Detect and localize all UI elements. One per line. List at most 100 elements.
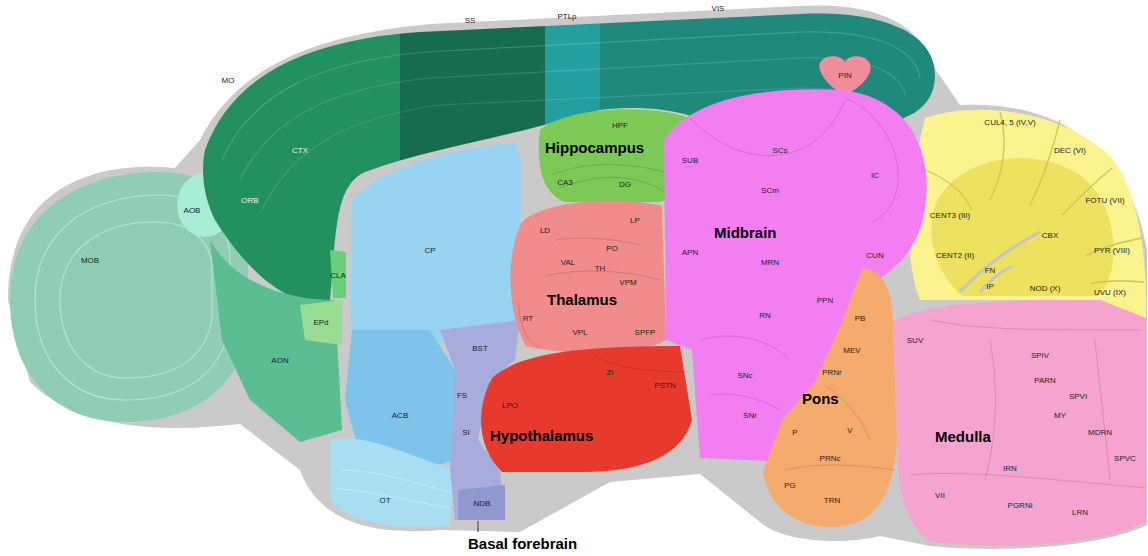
- region-acronym: PRNc: [820, 454, 841, 463]
- subregion-border: [690, 100, 845, 156]
- region-acronym: PRNr: [822, 368, 842, 377]
- region-acronym: BST: [472, 344, 488, 353]
- region-acronym: P: [792, 428, 797, 437]
- region-acronym: CP: [424, 246, 435, 255]
- region-acronym: IC: [871, 171, 879, 180]
- olfactory-area: [210, 240, 342, 442]
- region-acronym: NDB: [474, 499, 491, 508]
- region-acronym: RT: [523, 314, 534, 323]
- region-acronym: ORB: [241, 196, 258, 205]
- region-acronym: PTLp: [557, 12, 576, 21]
- region-acronym: ACB: [392, 411, 408, 420]
- region-acronym: PARN: [1034, 376, 1056, 385]
- region-acronym: MO: [222, 76, 235, 85]
- region-acronym: CUN: [866, 251, 883, 260]
- region-acronym: SPVI: [1069, 392, 1087, 401]
- region-name: Thalamus: [547, 291, 617, 309]
- region-name: Midbrain: [714, 224, 777, 242]
- region-name-label: Basal forebrain: [468, 535, 577, 553]
- region-acronym: CTX: [292, 146, 308, 155]
- region-acronym: CENT3 (III): [930, 211, 970, 220]
- endopiriform-area: [300, 300, 342, 345]
- region-acronym: EPd: [313, 318, 328, 327]
- region-acronym: MEV: [843, 346, 860, 355]
- region-acronym: VPM: [619, 278, 636, 287]
- region-acronym: LPO: [502, 401, 518, 410]
- region-name: Pons: [802, 390, 839, 408]
- subregion-border: [910, 473, 1145, 488]
- region-acronym: LP: [630, 216, 640, 225]
- region-acronym: CLA: [330, 271, 346, 280]
- olfactory-tubercle: [330, 438, 455, 527]
- claustrum: [330, 250, 346, 298]
- cerebellar-cortex: [931, 158, 1113, 296]
- region-acronym: PSTN: [654, 381, 675, 390]
- region-name: Hypothalamus: [490, 427, 593, 445]
- region-acronym: MY: [1054, 411, 1066, 420]
- tubercle-layer: [335, 470, 450, 508]
- region-acronym: AON: [271, 356, 288, 365]
- region-acronym: TRN: [824, 496, 840, 505]
- region-acronym: HPF: [612, 121, 628, 130]
- folia-line: [925, 112, 1144, 284]
- region-acronym: CA3: [557, 178, 573, 187]
- region-acronym: CBX: [1042, 231, 1058, 240]
- subregion-border: [555, 238, 640, 245]
- region-acronym: VPL: [572, 328, 587, 337]
- region-acronym: TH: [595, 264, 606, 273]
- region-acronym: V: [847, 426, 852, 435]
- brain-region: Medulla: [890, 298, 1148, 552]
- region-acronym: NOD (X): [1030, 284, 1061, 293]
- region-acronym: FOTU (VII): [1085, 196, 1124, 205]
- region-acronym: SPIV: [1031, 351, 1049, 360]
- region-fill: [510, 201, 666, 353]
- region-acronym: IRN: [1003, 464, 1017, 473]
- region-acronym: SI: [462, 428, 470, 437]
- region-acronym: VAL: [561, 258, 576, 267]
- region-acronym: CUL4, 5 (IV,V): [984, 118, 1035, 127]
- subregion-border: [700, 336, 790, 360]
- region-acronym: LD: [540, 226, 550, 235]
- cerebellum: [909, 110, 1146, 318]
- region-acronym: PG: [784, 481, 796, 490]
- region-acronym: SS: [465, 16, 476, 25]
- region-acronym: AOB: [184, 206, 201, 215]
- region-acronym: RN: [759, 311, 771, 320]
- subregion-border: [518, 300, 540, 348]
- region-acronym: SNr: [743, 411, 757, 420]
- region-name: Hippocampus: [545, 139, 644, 157]
- region-fill: [763, 268, 897, 527]
- region-acronym: SUV: [907, 336, 923, 345]
- region-acronym: VII: [935, 491, 945, 500]
- region-fill: [893, 300, 1146, 546]
- region-outline: [890, 298, 1148, 552]
- subregion-border: [560, 177, 668, 194]
- region-acronym: DG: [619, 180, 631, 189]
- region-acronym: FN: [985, 266, 996, 275]
- region-acronym: VIS: [712, 4, 725, 13]
- region-acronym: DEC (VI): [1054, 146, 1086, 155]
- region-name: Medulla: [935, 428, 991, 446]
- region-acronym: APN: [682, 248, 698, 257]
- bulb-layer: [60, 222, 212, 378]
- region-fill: [481, 346, 692, 472]
- region-acronym: FS: [457, 391, 467, 400]
- region-acronym: PO: [606, 244, 618, 253]
- leader-line: [478, 521, 479, 532]
- subregion-border: [710, 394, 780, 410]
- subregion-border: [590, 350, 688, 372]
- subregion-border: [985, 340, 995, 480]
- subregion-border: [785, 465, 895, 470]
- region-acronym: CENT2 (II): [936, 251, 974, 260]
- region-acronym: MDRN: [1088, 428, 1112, 437]
- subregion-border: [930, 320, 1140, 330]
- region-acronym: PIN: [838, 71, 851, 80]
- region-acronym: PB: [855, 314, 866, 323]
- region-acronym: ZI: [606, 368, 613, 377]
- diagonal-band: [458, 485, 505, 520]
- region-acronym: PYR (VIII): [1094, 246, 1130, 255]
- region-acronym: LRN: [1072, 508, 1088, 517]
- region-acronym: SPVC: [1114, 454, 1136, 463]
- subregion-border: [1095, 340, 1110, 480]
- region-acronym: UVU (IX): [1094, 288, 1126, 297]
